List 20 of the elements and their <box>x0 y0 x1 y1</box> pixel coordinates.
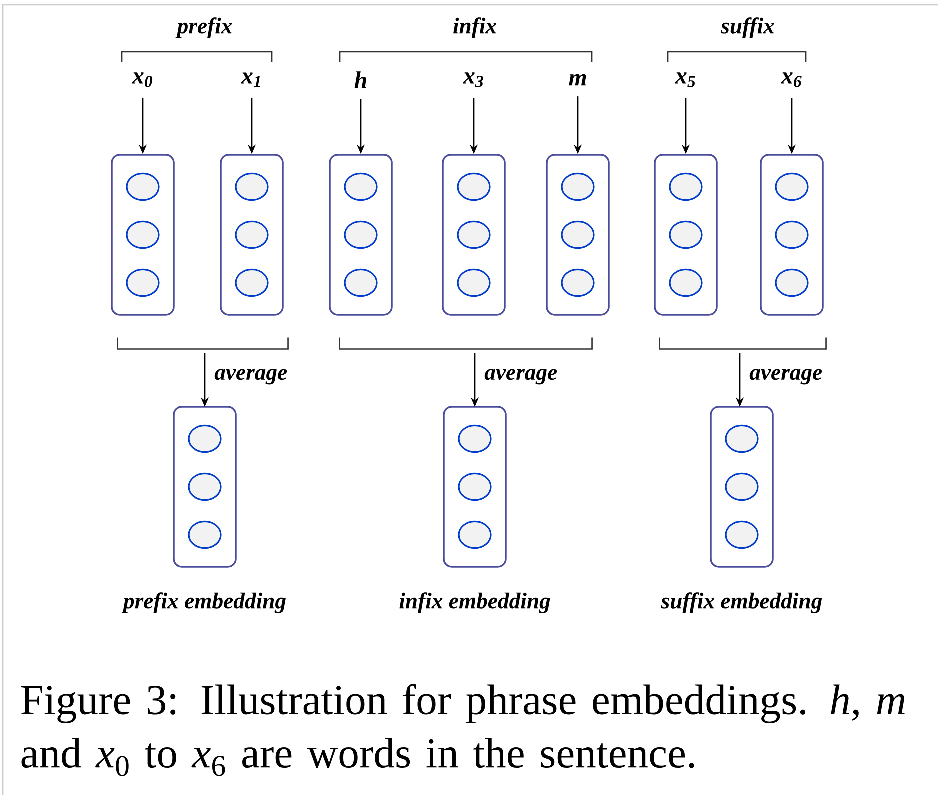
word-label: x$_{5}$ <box>675 72 696 88</box>
embedding-label: infix embedding <box>400 592 550 614</box>
word-label: x$_{0}$ <box>132 72 153 88</box>
caption: Figure 3: Illustration for phrase embeddings. h, m and x$_{0}$ to x$_{6}$ are words in the sentence. <box>22 684 905 776</box>
group-label: suffix <box>721 18 774 38</box>
embedding-label: suffix embedding <box>661 592 822 614</box>
embedding-label: prefix embedding <box>122 592 286 614</box>
bracket <box>659 338 827 350</box>
group-label: prefix <box>176 18 232 38</box>
bracket <box>339 338 593 350</box>
bracket <box>117 338 289 350</box>
word-label: h <box>354 72 366 88</box>
word-label: x$_{1}$ <box>241 72 260 88</box>
edge-label: average <box>748 368 824 386</box>
edge-label: average <box>213 368 289 386</box>
word-label: x$_{3}$ <box>463 72 484 88</box>
group-label: infix <box>454 18 496 38</box>
edge-label: average <box>483 368 559 386</box>
word-label: m <box>569 74 586 86</box>
word-label: x$_{6}$ <box>781 72 802 88</box>
